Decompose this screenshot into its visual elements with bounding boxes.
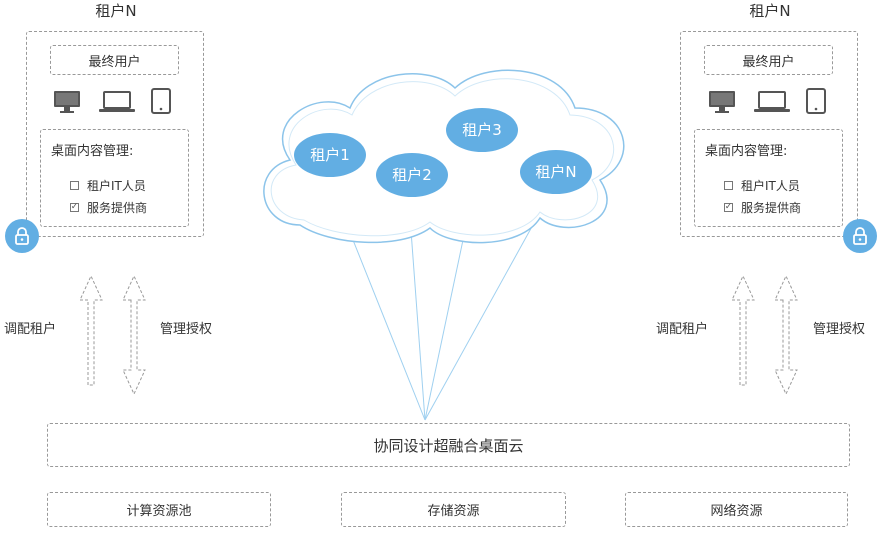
right-option-it[interactable]: 租户IT人员	[724, 177, 800, 194]
tenant-bubble	[376, 153, 448, 197]
cloud-shape	[263, 69, 625, 244]
laptop-icon	[754, 91, 790, 112]
desktop-icon	[54, 91, 80, 113]
left-tenant-box	[26, 31, 204, 237]
left-desktop-mgmt-box: 桌面内容管理: 租户IT人员 ✓ 服务提供商	[40, 129, 189, 227]
right-end-user-box: 最终用户	[704, 45, 833, 75]
left-tenant-title: 租户N	[95, 2, 137, 20]
option-label: 租户IT人员	[87, 179, 146, 193]
left-device-icons	[52, 88, 177, 114]
tenant-bubble-label: 租户N	[535, 163, 576, 181]
laptop-icon	[99, 91, 135, 112]
tenant-bubble-label: 租户2	[392, 166, 432, 184]
compute-resource-box: 计算资源池	[47, 492, 271, 527]
double-arrow-left	[122, 274, 146, 396]
tablet-icon	[151, 88, 171, 114]
left-option-provider[interactable]: ✓ 服务提供商	[70, 199, 147, 216]
left-desktop-mgmt-label: 桌面内容管理:	[51, 144, 134, 159]
option-label: 服务提供商	[87, 201, 148, 215]
checkbox-icon[interactable]	[724, 181, 733, 190]
up-arrow-right	[731, 274, 755, 386]
right-tenant-box	[680, 31, 858, 237]
right-option-provider[interactable]: ✓ 服务提供商	[724, 199, 801, 216]
left-provision-label: 调配租户	[4, 322, 57, 337]
desktop-icon	[709, 91, 735, 113]
lock-icon	[843, 219, 877, 253]
left-authorize-label: 管理授权	[160, 322, 213, 337]
right-desktop-mgmt-label: 桌面内容管理:	[705, 144, 788, 159]
platform-box: 协同设计超融合桌面云	[47, 423, 850, 467]
right-device-icons	[707, 88, 832, 114]
right-tenant-title: 租户N	[749, 2, 791, 20]
double-arrow-right	[774, 274, 798, 396]
option-label: 租户IT人员	[741, 179, 800, 193]
lock-icon	[5, 219, 39, 253]
right-desktop-mgmt-box: 桌面内容管理: 租户IT人员 ✓ 服务提供商	[694, 129, 843, 227]
network-resource-box: 网络资源	[625, 492, 848, 527]
storage-resource-box: 存储资源	[341, 492, 566, 527]
right-authorize-label: 管理授权	[813, 322, 866, 337]
checkbox-icon[interactable]	[70, 181, 79, 190]
left-option-it[interactable]: 租户IT人员	[70, 177, 146, 194]
checked-checkbox-icon[interactable]: ✓	[724, 202, 733, 212]
tenant-bubble-label: 租户3	[462, 121, 502, 139]
tenant-bubble	[294, 133, 366, 177]
tablet-icon	[806, 88, 826, 114]
tenant-bubble-label: 租户1	[310, 146, 350, 164]
tenant-bubble	[446, 108, 518, 152]
tenant-bubble	[520, 150, 592, 194]
left-end-user-box: 最终用户	[50, 45, 179, 75]
option-label: 服务提供商	[741, 201, 802, 215]
up-arrow-left	[79, 274, 103, 386]
right-provision-label: 调配租户	[656, 322, 709, 337]
checked-checkbox-icon[interactable]: ✓	[70, 202, 79, 212]
